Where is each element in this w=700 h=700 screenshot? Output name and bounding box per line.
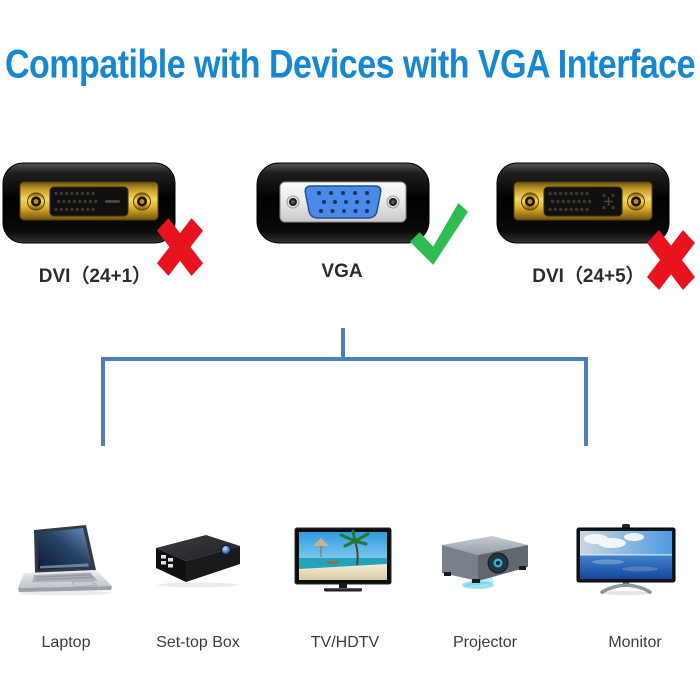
- dvi-24-1-connector-image: [2, 162, 176, 244]
- incompatible-cross-icon: [156, 218, 204, 276]
- page-title: Compatible with Devices with VGA Interfa…: [4, 42, 696, 87]
- laptop-label: Laptop: [41, 634, 91, 651]
- projector-icon: [442, 536, 528, 589]
- projector-label: Projector: [452, 634, 518, 651]
- set-top-box-icon: [156, 535, 240, 588]
- dvi-24-5-connector-icon: [496, 162, 670, 244]
- monitor-image: [574, 524, 678, 601]
- set-top-box-image: [150, 530, 246, 593]
- compatible-check-icon: [409, 203, 469, 265]
- set-top-box-label: Set-top Box: [156, 634, 240, 651]
- laptop-image: [14, 524, 118, 601]
- dvi-24-1-connector-icon: [2, 162, 176, 244]
- bracket-horizontal-line: [101, 357, 588, 361]
- dvi-24-5-label: DVI（24+5）: [532, 266, 645, 287]
- tv-label: TV/HDTV: [310, 634, 380, 651]
- vga-connector-icon: [256, 162, 430, 244]
- monitor-icon: [576, 524, 676, 595]
- vga-connector-image: [256, 162, 430, 244]
- incompatible-cross-icon: [647, 230, 695, 290]
- bracket-left-drop-line: [101, 357, 105, 446]
- vga-label: VGA: [321, 261, 363, 282]
- dvi-24-5-connector-image: [496, 162, 670, 244]
- monitor-label: Monitor: [608, 634, 662, 651]
- bracket-right-drop-line: [584, 357, 588, 446]
- projector-image: [432, 533, 532, 598]
- tv-image: [293, 527, 393, 602]
- laptop-icon: [18, 525, 112, 596]
- bracket-stem-line: [341, 328, 345, 359]
- tv-icon: [294, 527, 392, 592]
- dvi-24-1-label: DVI（24+1）: [38, 266, 152, 287]
